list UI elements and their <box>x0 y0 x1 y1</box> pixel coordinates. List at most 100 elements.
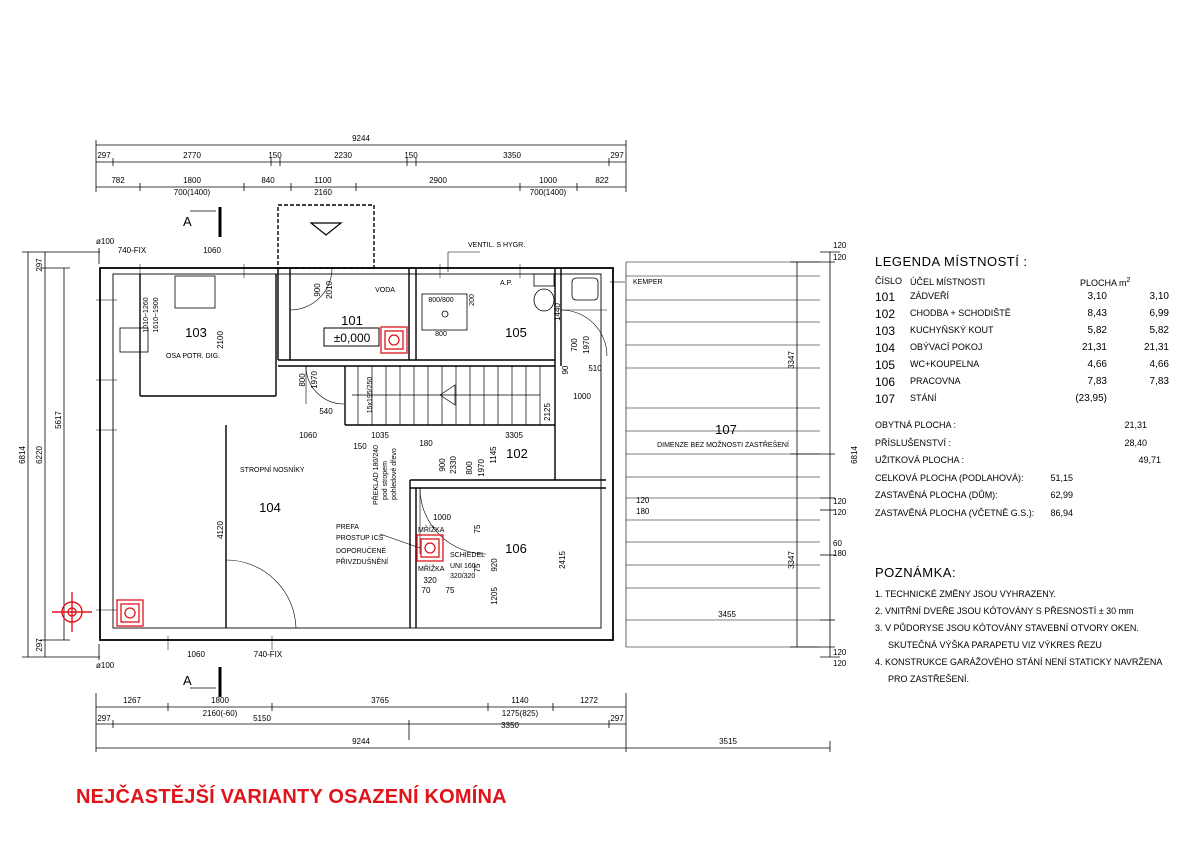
notes-section: POZNÁMKA: 1. TECHNICKÉ ZMĚNY JSOU VYHRAZ… <box>875 565 1175 691</box>
dim-int: 1000 <box>433 513 451 522</box>
dim-int: 900 <box>313 283 322 297</box>
summary-row: OBYTNÁ PLOCHA :21,31 <box>875 420 1175 438</box>
dim-int: 800 <box>435 331 447 338</box>
osa-label: OSA POTR. DIG. <box>166 353 220 360</box>
mrizka-bottom-label: MŘÍŽKA <box>418 564 445 573</box>
preklad-label-3: pohledové dřevo <box>391 448 398 500</box>
dim-int: 15x195/250 <box>367 377 374 414</box>
dim-bottom-extra: 3515 <box>719 737 737 746</box>
room-103-label: 103 <box>185 325 207 340</box>
note-item: SKUTEČNÁ VÝŠKA PARAPETU VIZ VÝKRES ŘEZU <box>888 640 1102 650</box>
dim-int: 3455 <box>718 610 736 619</box>
dim-int: 1970 <box>310 371 319 389</box>
dim-bottom2-1: 297 <box>97 714 111 723</box>
dim-bottom2-2: 5150 <box>253 714 271 723</box>
summary-row: ZASTAVĚNÁ PLOCHA (VČETNĚ G.S.): 86,94 <box>875 508 1175 526</box>
legend-room-name: STÁNÍ <box>910 393 937 403</box>
legend-title: LEGENDA MÍSTNOSTÍ : <box>875 254 1028 269</box>
prefa-label-1: PREFA <box>336 524 359 531</box>
schiedel-label-3: 320/320 <box>450 573 475 580</box>
dim-bottom2-3: 3350 <box>501 721 519 730</box>
dim-top-1: 297 <box>97 151 111 160</box>
legend-room-area: 21,31 <box>1081 342 1107 353</box>
dim-top2-sub-1: 700(1400) <box>174 188 211 197</box>
section-top-label: A <box>183 214 192 229</box>
dim-top-7: 297 <box>610 151 624 160</box>
dim-bottom-total: 9244 <box>352 737 370 746</box>
summary-label: OBYTNÁ PLOCHA : <box>875 420 957 430</box>
mrizka-top-label: MŘÍŽKA <box>418 525 445 534</box>
phi-bottom: ø100 <box>96 661 115 670</box>
dim-right-small-5: 120 <box>833 497 847 506</box>
dim-top2-6: 1000 <box>539 176 557 185</box>
dim-right-small-9: 120 <box>833 648 847 657</box>
legend-room-area-net: 21,31 <box>1143 342 1169 353</box>
summary-value: 62,99 <box>1050 490 1073 500</box>
summary-value: 86,94 <box>1050 507 1073 518</box>
dim-top-total: 9244 <box>352 134 370 143</box>
legend-room-name: ZÁDVEŘÍ <box>910 291 950 301</box>
dim-int: 200 <box>469 294 476 306</box>
legend-room-number: 102 <box>875 307 896 321</box>
prefa-label-3: DOPORUČENÉ <box>336 546 387 555</box>
summary-value: 49,71 <box>1138 455 1161 465</box>
room-104-label: 104 <box>259 500 281 515</box>
dim-int: 1060 <box>187 650 205 659</box>
dim-int: 540 <box>319 407 333 416</box>
dim-int: 740-FIX <box>118 246 147 255</box>
dim-top-3: 150 <box>268 151 282 160</box>
room-106-label: 106 <box>505 541 527 556</box>
dim-int: 3305 <box>505 431 523 440</box>
dim-right-small-4: 180 <box>636 507 650 516</box>
main-title: NEJČASTĚJŠÍ VARIANTY OSAZENÍ KOMÍNA <box>76 786 507 808</box>
dim-int: 1610~1900 <box>153 297 160 332</box>
legend-room-area-net: 3,10 <box>1149 291 1169 302</box>
stropni-label: STROPNÍ NOSNÍKY <box>240 465 305 474</box>
dim-int: 75 <box>473 563 482 572</box>
dim-int: 70 <box>422 586 431 595</box>
dim-top2-sub-2: 2160 <box>314 188 332 197</box>
dim-bottom2-4: 297 <box>610 714 624 723</box>
legend-room-area: 8,43 <box>1087 308 1107 319</box>
dim-top2-5: 2900 <box>429 176 447 185</box>
dim-int: 1060 <box>299 431 317 440</box>
room-101-label: 101 <box>341 313 363 328</box>
dim-int: 800/800 <box>428 297 453 304</box>
legend-col-use: ÚČEL MÍSTNOSTI <box>910 277 986 287</box>
dim-int: 2415 <box>558 551 567 569</box>
dim-left-outer: 6814 <box>18 446 27 464</box>
summary-label: ZASTAVĚNÁ PLOCHA (VČETNĚ G.S.): <box>875 507 1035 518</box>
legend-room-area-net: 6,99 <box>1149 308 1169 319</box>
legend-room-name: KUCHYŇSKÝ KOUT <box>910 325 994 335</box>
dim-top-2: 2770 <box>183 151 201 160</box>
dim-int: 75 <box>473 524 482 533</box>
dim-int: 1060 <box>203 246 221 255</box>
dim-bottom-1: 1267 <box>123 696 141 705</box>
dim-right-small-3: 120 <box>636 496 650 505</box>
legend-room-number: 105 <box>875 358 896 372</box>
legend-room-number: 101 <box>875 290 896 304</box>
dim-top2-4: 1100 <box>314 176 332 185</box>
summary-value: 28,40 <box>1124 437 1147 448</box>
summary-label: PŘÍSLUŠENSTVÍ : <box>875 437 952 448</box>
dim-int: 800 <box>298 373 307 387</box>
dim-left-inner: 5617 <box>54 411 63 429</box>
phi-top: ø100 <box>96 237 115 246</box>
prefa-label-2: PROSTUP ICS <box>336 535 384 542</box>
room-102-label: 102 <box>506 446 528 461</box>
dim-int: 1000 <box>573 392 591 401</box>
dim-right-small-6: 120 <box>833 508 847 517</box>
dim-right-small-8: 180 <box>833 549 847 558</box>
room-107-label: 107 <box>715 422 737 437</box>
summary-label: ZASTAVĚNÁ PLOCHA (DŮM): <box>875 490 998 500</box>
legend-room-name: WC+KOUPELNA <box>910 359 980 369</box>
dim-int: 90 <box>561 365 570 374</box>
dim-left-small-bottom: 297 <box>35 638 44 652</box>
note-item: 1. TECHNICKÉ ZMĚNY JSOU VYHRAZENY. <box>875 589 1057 599</box>
dim-int: 2125 <box>543 403 552 421</box>
dim-int: 2100 <box>216 331 225 349</box>
